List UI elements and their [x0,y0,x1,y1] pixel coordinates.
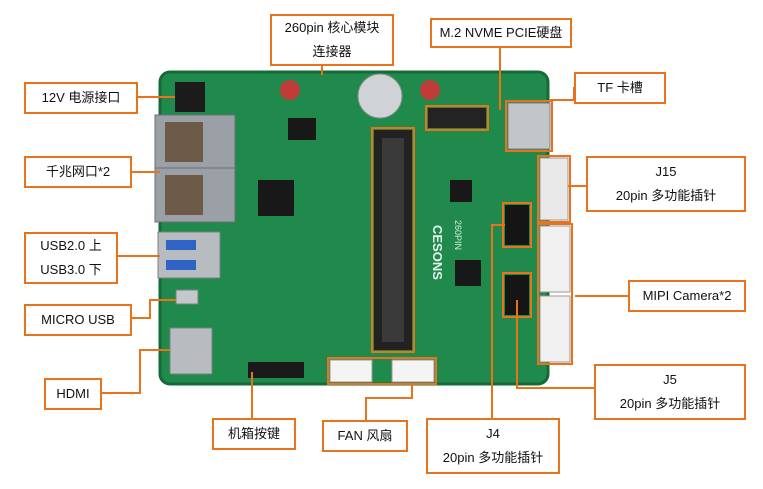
label-fan: FAN 风扇 [322,420,408,452]
label-mipi-text: MIPI Camera*2 [642,288,732,303]
fan-connector-2 [391,359,435,383]
label-button: 机箱按键 [212,418,296,450]
label-hdmi: HDMI [44,378,102,410]
micro-usb-port [175,289,199,305]
button-header [248,362,304,378]
dc-jack [175,82,205,112]
label-power: 12V 电源接口 [24,82,138,114]
hdmi-port [169,327,213,375]
label-core-line1: 260pin 核心模块 [284,20,380,35]
coin-battery [357,73,403,119]
label-micro-usb: MICRO USB [24,304,132,336]
j15-header [539,157,569,221]
label-usb-top: USB2.0 上 [40,238,102,253]
fan-connector-1 [329,359,373,383]
label-core-module: 260pin 核心模块 连接器 [270,14,394,66]
usb-ports [157,231,221,279]
label-j4-line2: 20pin 多功能插针 [442,450,544,465]
label-j5: J5 20pin 多功能插针 [594,364,746,420]
j4-header [505,205,529,245]
label-j5-line2: 20pin 多功能插针 [619,396,721,411]
label-usb-bottom: USB3.0 下 [40,262,102,277]
m2-slot [428,108,486,128]
mipi-connector-1 [539,225,571,293]
core-module-socket [374,130,412,350]
label-m2: M.2 NVME PCIE硬盘 [430,18,572,48]
label-mipi: MIPI Camera*2 [628,280,746,312]
label-button-text: 机箱按键 [227,426,280,441]
label-usb: USB2.0 上 USB3.0 下 [24,232,118,284]
label-power-text: 12V 电源接口 [41,90,121,105]
socket-mark-text: 260PIN [453,220,463,250]
label-j15: J15 20pin 多功能插针 [586,156,746,212]
label-tf-text: TF 卡槽 [597,80,643,95]
label-fan-text: FAN 风扇 [337,428,393,443]
label-j4-line1: J4 [486,426,500,441]
label-core-line2: 连接器 [312,44,352,59]
label-ethernet-text: 千兆网口*2 [45,164,111,179]
pcb-board [160,72,548,384]
label-m2-text: M.2 NVME PCIE硬盘 [439,25,563,40]
label-j15-line2: 20pin 多功能插针 [615,188,717,203]
mipi-connector-2 [539,295,571,363]
board-brand-text: CESONS [430,225,445,280]
label-j5-line1: J5 [663,372,677,387]
tf-card-slot [507,102,551,150]
label-micro-usb-text: MICRO USB [41,312,115,327]
label-j4: J4 20pin 多功能插针 [426,418,560,474]
callout-lines [102,46,628,420]
label-tf: TF 卡槽 [574,72,666,104]
label-ethernet: 千兆网口*2 [24,156,132,188]
ethernet-ports [154,114,236,223]
label-j15-line1: J15 [655,164,677,179]
label-hdmi-text: HDMI [56,386,90,401]
